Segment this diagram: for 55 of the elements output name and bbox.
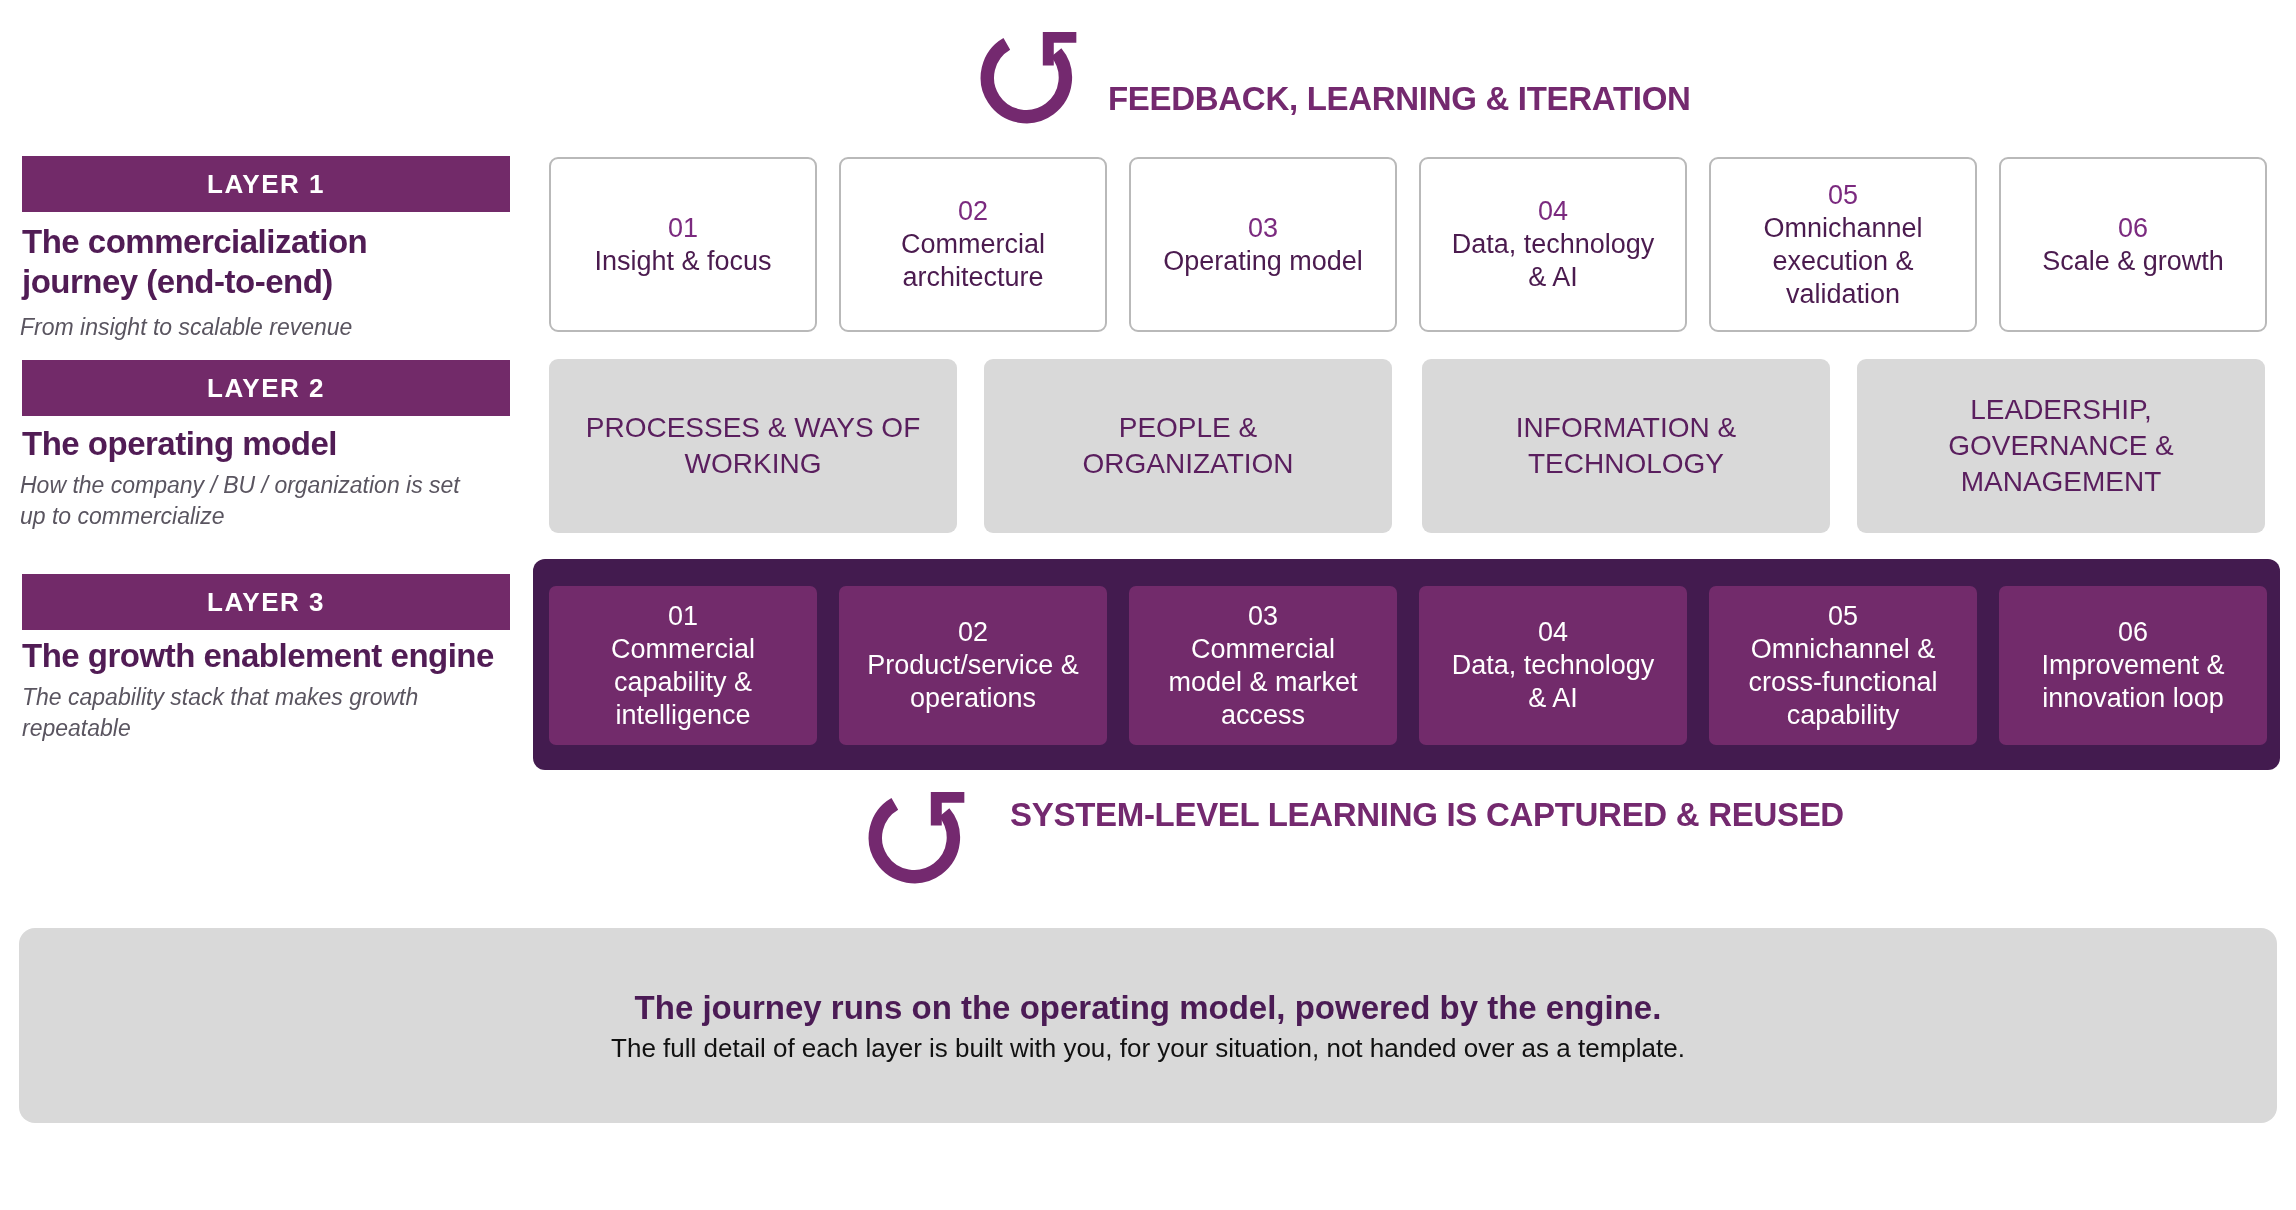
journey-step-card <box>1999 157 2267 332</box>
step-title: Omnichannel execution & validation <box>1762 211 1924 311</box>
step-number: 05 <box>1827 178 1858 212</box>
capability-card <box>549 586 817 745</box>
capability-number: 04 <box>1537 616 1568 649</box>
step-number: 02 <box>957 195 988 228</box>
capability-number: 05 <box>1827 599 1858 633</box>
layer-description: How the company / BU / organization is set up to commercialize <box>20 471 462 531</box>
layer-description: From insight to scalable revenue <box>20 313 354 342</box>
capability-title: Commercial capability & intelligence <box>610 632 756 732</box>
capability-title: Product/service & operations <box>866 649 1080 715</box>
step-title: Commercial architecture <box>900 228 1046 294</box>
operating-model-pillar: INFORMATION & TECHNOLOGY <box>1422 359 1830 533</box>
capability-card <box>1999 586 2267 745</box>
summary-heading: The journey runs on the operating model, powered by the engine. <box>634 987 1662 1028</box>
layer-tag: LAYER 3 <box>22 574 510 630</box>
capability-card <box>1129 586 1397 745</box>
operating-model-pillar: PROCESSES & WAYS OF WORKING <box>549 359 957 533</box>
journey-step-card <box>839 157 1107 332</box>
loop-caption: SYSTEM-LEVEL LEARNING IS CAPTURED & REUSED <box>1010 796 1844 834</box>
capability-title: Omnichannel & cross-functional capability <box>1747 632 1939 732</box>
capability-card <box>839 586 1107 745</box>
layer-heading: The operating model <box>22 424 339 464</box>
capability-title: Commercial model & market access <box>1167 632 1359 732</box>
summary-text: The full detail of each layer is built with you, for your situation, not handed over as a template. <box>611 1031 1685 1065</box>
capability-title: Improvement & innovation loop <box>2040 649 2226 715</box>
layer-tag: LAYER 1 <box>22 156 510 212</box>
capability-number: 03 <box>1247 599 1278 633</box>
operating-model-pillar: LEADERSHIP, GOVERNANCE & MANAGEMENT <box>1857 359 2265 533</box>
capability-card <box>1419 586 1687 745</box>
step-number: 01 <box>667 211 698 245</box>
capability-number: 01 <box>667 599 698 633</box>
layer-heading: The growth enablement engine <box>22 636 495 676</box>
capability-number: 06 <box>2117 616 2148 649</box>
layer-tag: LAYER 2 <box>22 360 510 416</box>
capability-card <box>1709 586 1977 745</box>
step-title: Insight & focus <box>594 244 772 278</box>
journey-step-card <box>1709 157 1977 332</box>
engine-panel <box>533 559 2280 770</box>
loop-caption: FEEDBACK, LEARNING & ITERATION <box>1108 80 1691 118</box>
step-number: 06 <box>2117 211 2148 245</box>
step-number: 03 <box>1247 211 1278 245</box>
journey-step-card <box>1419 157 1687 332</box>
step-title: Data, technology & AI <box>1450 228 1656 294</box>
capability-title: Data, technology & AI <box>1450 649 1656 715</box>
layer-description: The capability stack that makes growth repeatable <box>22 683 420 743</box>
step-title: Operating model <box>1163 244 1363 278</box>
operating-model-pillar: PEOPLE & ORGANIZATION <box>984 359 1392 533</box>
layer-heading: The commercialization journey (end-to-end) <box>22 222 369 302</box>
step-title: Scale & growth <box>2042 244 2224 278</box>
capability-number: 02 <box>957 616 988 649</box>
step-number: 04 <box>1537 195 1568 228</box>
journey-step-card <box>1129 157 1397 332</box>
journey-step-card <box>549 157 817 332</box>
summary-panel <box>19 928 2277 1123</box>
